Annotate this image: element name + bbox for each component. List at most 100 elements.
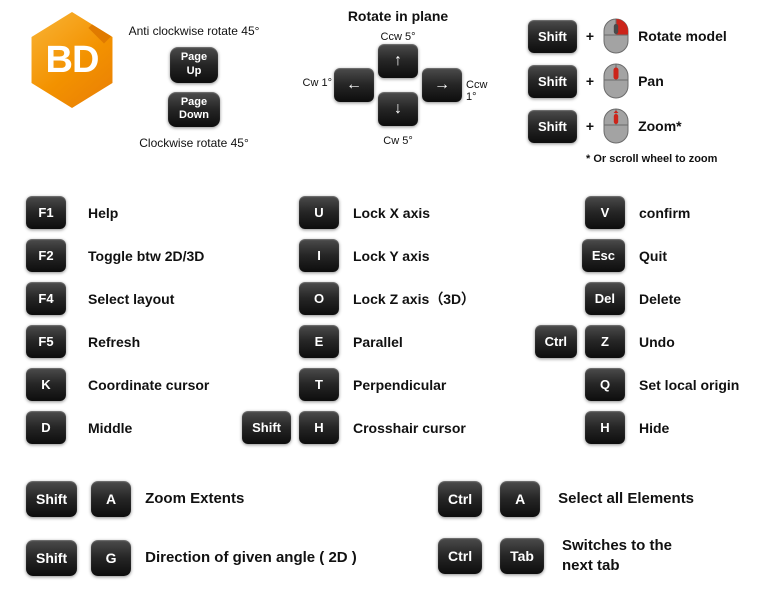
plus-sign: +: [585, 73, 595, 89]
key-h: H: [585, 411, 625, 444]
shortcut-label: Select layout: [88, 290, 175, 307]
key-z: Z: [585, 325, 625, 358]
shortcut-label: Refresh: [88, 333, 141, 350]
plus-sign: +: [585, 28, 595, 44]
shortcut-label: Hide: [639, 419, 670, 436]
bd-logo: BD: [26, 12, 118, 108]
key-t: T: [299, 368, 339, 401]
key-k: K: [26, 368, 66, 401]
shortcut-row: H Hide: [515, 411, 739, 444]
shortcut-row: O Lock Z axis（3D）: [225, 282, 475, 315]
shortcut-label: Switches to the next tab: [561, 537, 673, 575]
key-f4: F4: [26, 282, 66, 315]
mouse-action-label: Pan: [638, 73, 664, 89]
shortcut-row: Ctrl Z Undo: [515, 325, 739, 358]
shortcut-label: Help: [88, 204, 119, 221]
shortcut-row: F1 Help: [26, 196, 209, 229]
scroll-wheel-footnote: * Or scroll wheel to zoom: [586, 153, 718, 165]
key-shift: Shift: [26, 540, 78, 576]
rotate-in-plane-group: Rotate in plane Ccw 5° ↑ ← → ↓ Cw 1° Ccw…: [300, 8, 496, 160]
shortcut-column-left: F1 Help F2 Toggle btw 2D/3D F4 Select la…: [26, 196, 209, 454]
shortcut-row: I Lock Y axis: [225, 239, 475, 272]
key-shift: Shift: [528, 109, 577, 143]
shortcut-row: Esc Quit: [515, 239, 739, 272]
shortcut-label: Set local origin: [639, 376, 740, 393]
key-ctrl: Ctrl: [534, 325, 577, 358]
shortcut-label: Direction of given angle ( 2D ): [145, 548, 357, 566]
key-shift: Shift: [528, 64, 577, 98]
shortcut-column-right: V confirm Esc Quit Del Delete Ctrl Z Und…: [515, 196, 739, 454]
key-e: E: [299, 325, 339, 358]
arrow-down-key: ↓: [378, 92, 418, 126]
arrow-left-key: ←: [334, 68, 374, 102]
shortcut-label: Lock X axis: [353, 204, 431, 221]
key-page-up: Page Up: [169, 47, 219, 83]
ccw1-label: Ccw 1°: [466, 79, 488, 103]
key-v: V: [585, 196, 625, 229]
key-u: U: [299, 196, 339, 229]
key-a: A: [500, 481, 541, 517]
mouse-rotate-icon: [603, 18, 629, 54]
mouse-action-label: Rotate model: [638, 28, 727, 44]
key-del: Del: [584, 282, 625, 315]
mouse-shortcut-row: Shift + Pan: [528, 63, 727, 99]
shortcut-label: Select all Elements: [558, 489, 695, 507]
key-a: A: [91, 481, 132, 517]
key-esc: Esc: [581, 239, 625, 272]
arrow-up-key: ↑: [378, 44, 418, 78]
logo-text: BD: [45, 38, 100, 81]
page-rotate-group: Anti clockwise rotate 45° Page Up Page D…: [110, 24, 278, 150]
rotate-in-plane-title: Rotate in plane: [347, 8, 449, 24]
shortcut-row: D Middle: [26, 411, 209, 444]
mouse-shortcut-row: Shift + Zoom*: [528, 108, 727, 144]
shortcut-row: V confirm: [515, 196, 739, 229]
shortcut-label: Perpendicular: [353, 376, 447, 393]
cw5-label: Cw 5°: [383, 135, 413, 147]
key-tab: Tab: [500, 538, 544, 575]
key-ctrl: Ctrl: [438, 538, 483, 575]
shortcut-label: Crosshair cursor: [353, 419, 466, 436]
shortcut-label: Middle: [88, 419, 133, 436]
bottom-shortcut-row: Shift A Zoom Extents: [26, 481, 244, 517]
key-i: I: [299, 239, 339, 272]
shortcut-row: Shift H Crosshair cursor: [225, 411, 475, 444]
key-shift: Shift: [528, 19, 577, 53]
key-ctrl: Ctrl: [438, 481, 483, 517]
shortcut-label: Delete: [639, 290, 682, 307]
shortcut-label: Undo: [639, 333, 675, 350]
plus-sign: +: [585, 118, 595, 134]
shortcut-row: E Parallel: [225, 325, 475, 358]
shortcut-label: Zoom Extents: [145, 489, 245, 507]
key-f2: F2: [26, 239, 66, 272]
shortcut-row: U Lock X axis: [225, 196, 475, 229]
key-q: Q: [585, 368, 625, 401]
bottom-shortcut-row: Ctrl Tab Switches to the next tab: [438, 536, 672, 577]
shortcut-column-middle: U Lock X axis I Lock Y axis O Lock Z axi…: [225, 196, 475, 454]
cw1-label: Cw 1°: [302, 77, 332, 89]
shortcut-label: Toggle btw 2D/3D: [88, 247, 205, 264]
shortcut-row: K Coordinate cursor: [26, 368, 209, 401]
shortcut-label: Coordinate cursor: [88, 376, 210, 393]
mouse-zoom-icon: [603, 108, 629, 144]
arrow-right-key: →: [422, 68, 462, 102]
shortcut-row: Del Delete: [515, 282, 739, 315]
key-page-down: Page Down: [168, 91, 220, 127]
anti-clockwise-label: Anti clockwise rotate 45°: [128, 24, 260, 38]
key-shift: Shift: [26, 481, 78, 517]
key-shift: Shift: [242, 411, 291, 444]
shortcut-row: F5 Refresh: [26, 325, 209, 358]
shortcut-label: Parallel: [353, 333, 403, 350]
shortcut-row: Q Set local origin: [515, 368, 739, 401]
shortcut-label: Quit: [639, 247, 667, 264]
shortcut-row: F2 Toggle btw 2D/3D: [26, 239, 209, 272]
shortcut-label: confirm: [639, 204, 691, 221]
shortcut-row: T Perpendicular: [225, 368, 475, 401]
shortcut-row: F4 Select layout: [26, 282, 209, 315]
ccw5-label: Ccw 5°: [380, 31, 416, 43]
key-g: G: [91, 540, 132, 576]
key-o: O: [299, 282, 339, 315]
shortcut-label: Lock Y axis: [353, 247, 430, 264]
mouse-shortcut-row: Shift + Rotate model: [528, 18, 727, 54]
key-f1: F1: [26, 196, 66, 229]
